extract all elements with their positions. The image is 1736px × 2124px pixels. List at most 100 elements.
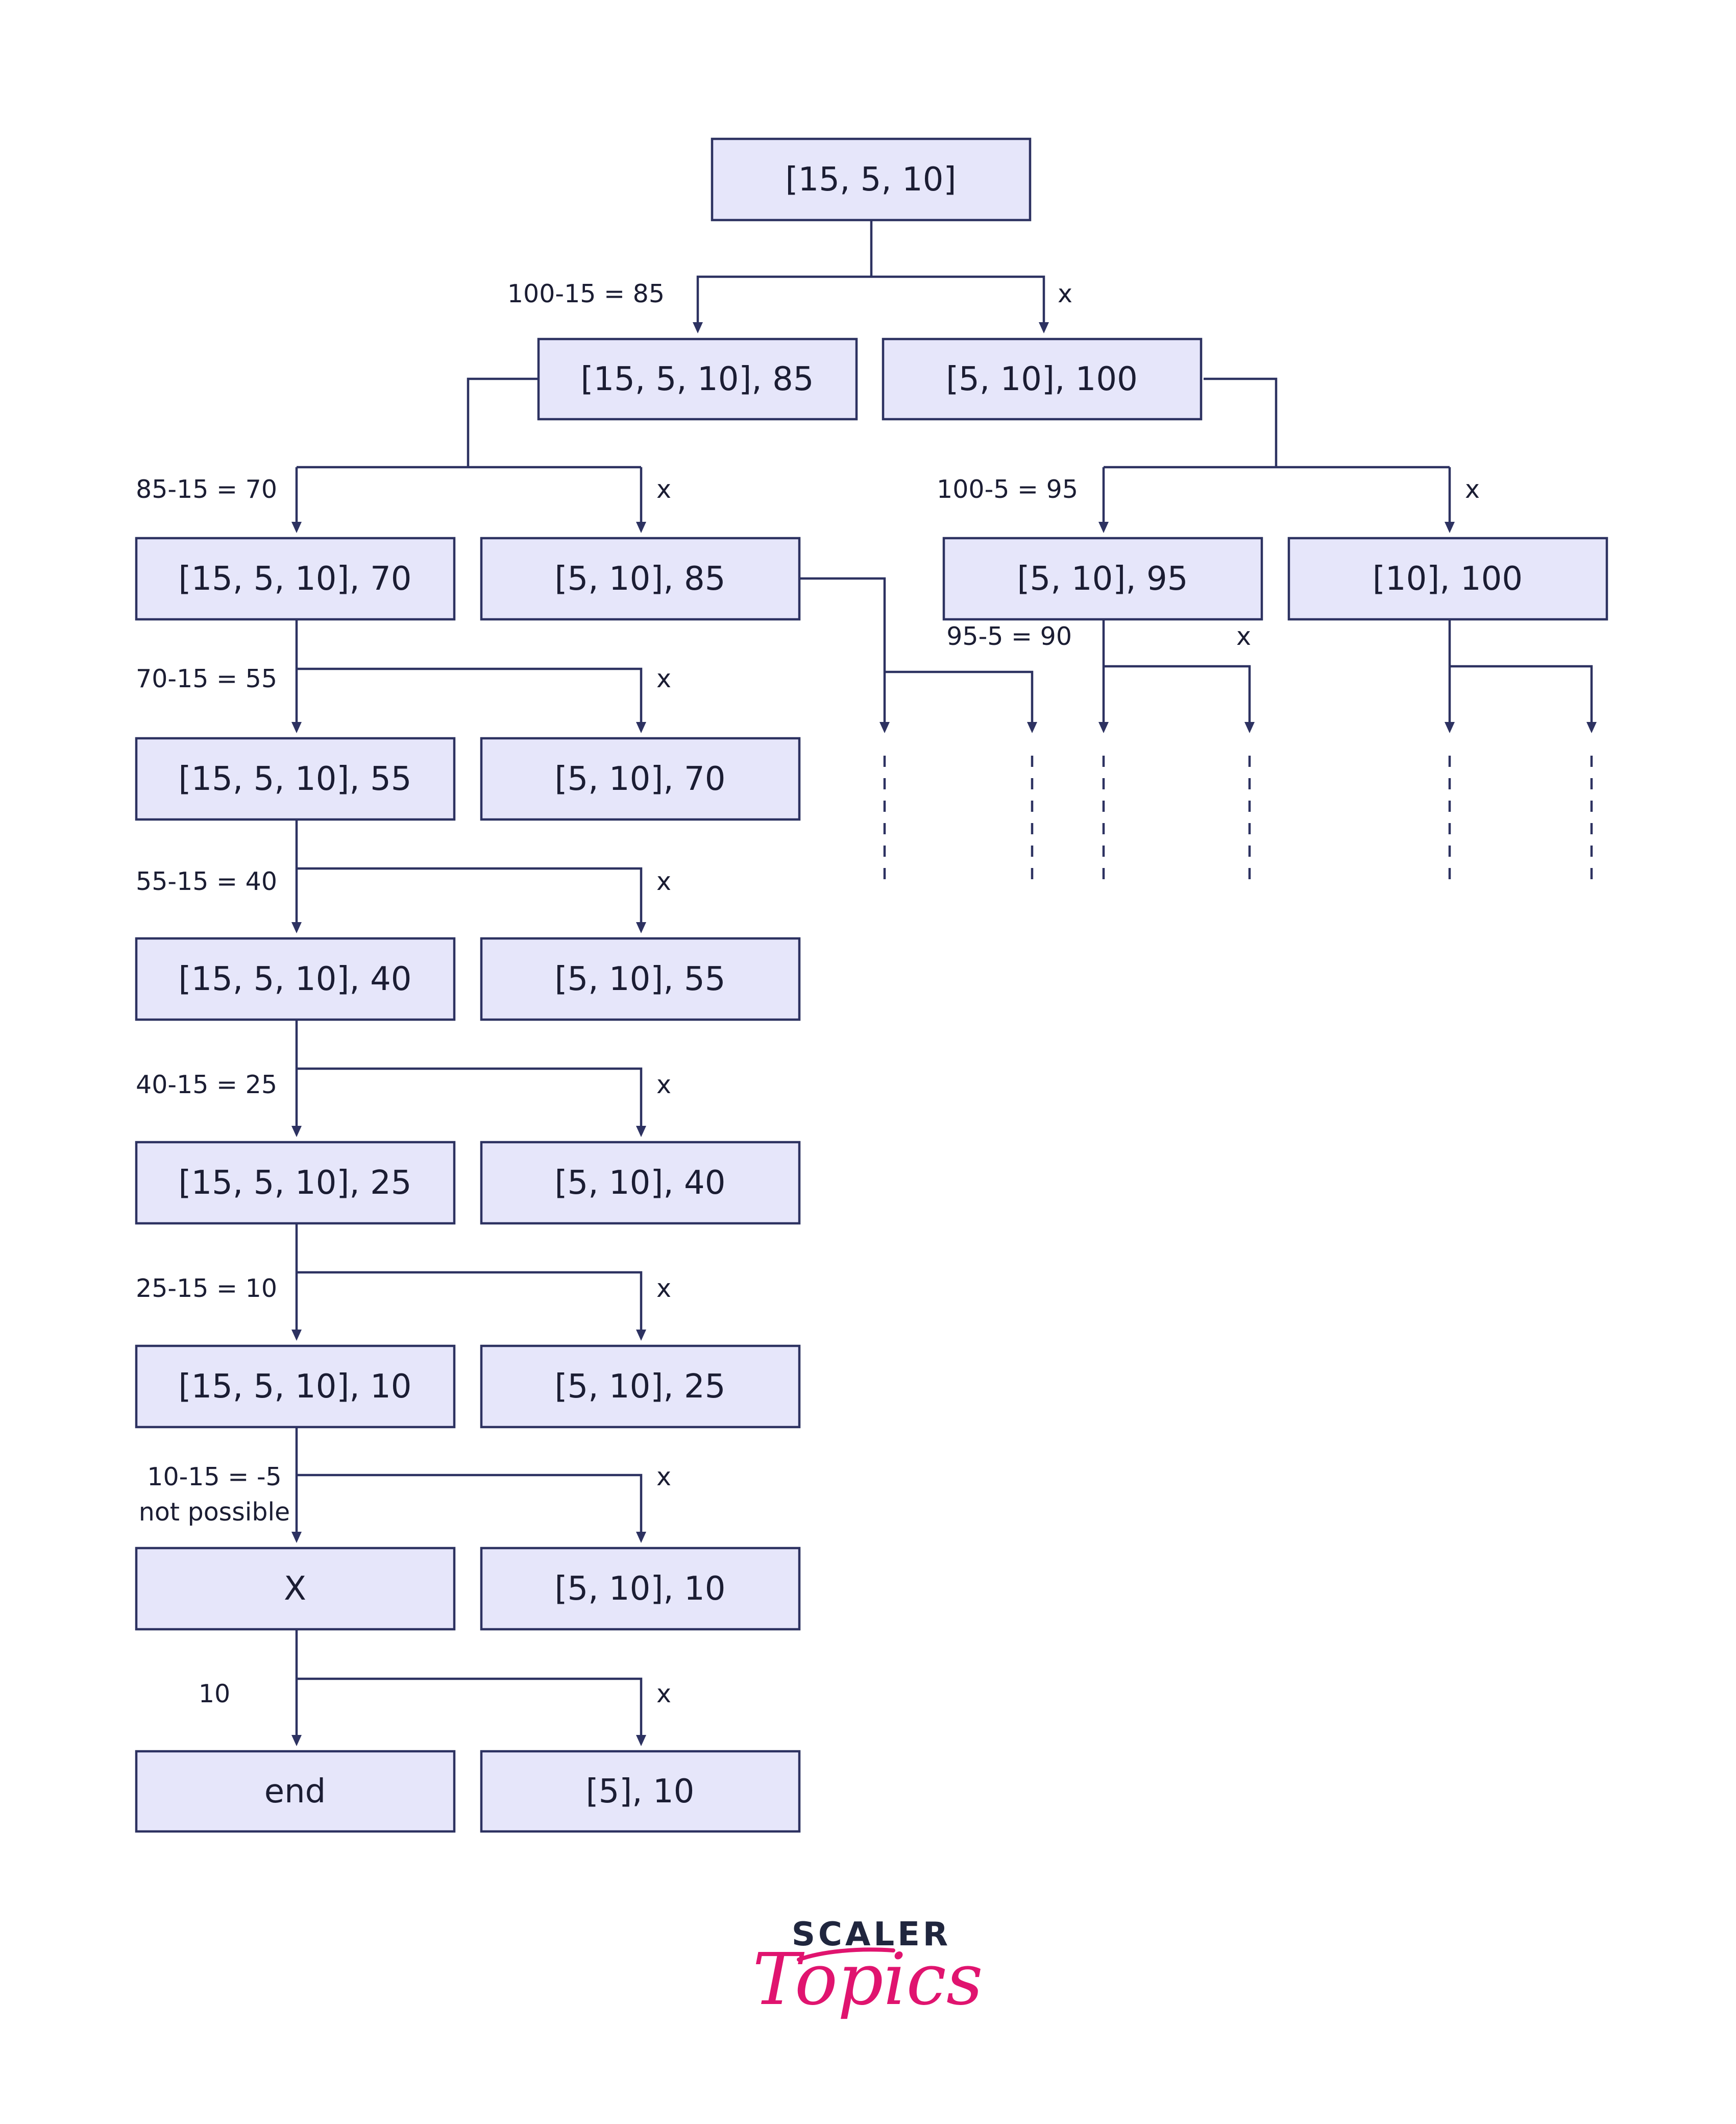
node-l5-left: [15, 5, 10], 25 — [135, 1141, 456, 1225]
edge-label-skip: x — [656, 1070, 671, 1099]
connector — [295, 1223, 643, 1336]
connector — [295, 1427, 643, 1538]
edge-label-take: 100-5 = 95 — [937, 475, 1078, 504]
arrowhead — [693, 322, 703, 333]
edge-label-take: 70-15 = 55 — [136, 664, 277, 693]
node-label: [10], 100 — [1373, 560, 1523, 598]
node-label: X — [284, 1570, 306, 1608]
arrowhead — [1098, 722, 1109, 733]
node-l5-right: [5, 10], 40 — [480, 1141, 801, 1225]
node-l8-left: end — [135, 1750, 456, 1833]
node-l2-lr: [5, 10], 85 — [480, 537, 801, 621]
edge-label-skip: x — [656, 1274, 671, 1303]
arrowhead — [1586, 722, 1597, 733]
arrowhead — [291, 1330, 302, 1341]
arrowhead — [1445, 522, 1455, 533]
connectors — [295, 220, 1593, 1741]
connector — [295, 377, 643, 528]
node-l1-right: [5, 10], 100 — [882, 337, 1203, 421]
edge-label-take: 10 — [199, 1679, 230, 1708]
edge-label-skip: x — [1236, 622, 1251, 651]
edge-label-take: 95-5 = 90 — [946, 622, 1072, 651]
arrowhead — [636, 1126, 646, 1137]
node-label: [5, 10], 25 — [555, 1368, 726, 1406]
node-l4-right: [5, 10], 55 — [480, 937, 801, 1021]
node-l8-right: [5], 10 — [480, 1750, 801, 1833]
arrowhead — [291, 1532, 302, 1543]
edge-label-skip: x — [656, 1679, 671, 1708]
arrowhead — [291, 922, 302, 933]
edge-label-skip: x — [656, 867, 671, 896]
connector — [295, 1020, 643, 1132]
edge-label-skip: x — [656, 1462, 671, 1491]
node-label: [5, 10], 95 — [1017, 560, 1188, 598]
node-l7-left: X — [135, 1547, 456, 1631]
node-l4-left: [15, 5, 10], 40 — [135, 937, 456, 1021]
edge-label-take: 100-15 = 85 — [507, 279, 665, 308]
edge-label-skip: x — [656, 475, 671, 504]
connector — [696, 220, 1045, 328]
node-label: [15, 5, 10], 25 — [178, 1164, 411, 1202]
arrowhead — [636, 722, 646, 733]
connector — [295, 619, 643, 728]
edge-labels: 100-15 = 85 x 85-15 = 70 x 100-5 = 95 x … — [136, 279, 1480, 1708]
arrowhead — [636, 522, 646, 533]
node-label: [15, 5, 10], 85 — [580, 360, 814, 398]
edge-label-not-possible: not possible — [139, 1498, 290, 1527]
node-label: [5, 10], 70 — [555, 760, 726, 798]
node-label: [15, 5, 10], 70 — [178, 560, 411, 598]
arrowhead — [1098, 522, 1109, 533]
node-l3-left: [15, 5, 10], 55 — [135, 737, 456, 821]
arrowheads — [291, 322, 1597, 1746]
continuation-dash — [883, 756, 1593, 881]
arrowhead — [636, 1532, 646, 1543]
connector — [1448, 619, 1593, 728]
node-l1-left: [15, 5, 10], 85 — [537, 337, 858, 421]
arrowhead — [291, 722, 302, 733]
scaler-topics-logo: SCALER Topics — [752, 1916, 983, 2021]
node-label: [5, 10], 100 — [946, 360, 1138, 398]
edge-label-take: 55-15 = 40 — [136, 867, 277, 896]
node-label: end — [264, 1773, 326, 1811]
node-label: [15, 5, 10], 10 — [178, 1368, 411, 1406]
connector — [295, 1629, 643, 1741]
node-label: [5, 10], 55 — [555, 960, 726, 998]
node-l2-rl: [5, 10], 95 — [942, 537, 1263, 621]
connector — [800, 577, 1034, 728]
node-l2-rr: [10], 100 — [1287, 537, 1608, 621]
edge-label-take: 40-15 = 25 — [136, 1070, 277, 1099]
arrowhead — [291, 1735, 302, 1746]
arrowhead — [636, 1330, 646, 1341]
node-l7-right: [5, 10], 10 — [480, 1547, 801, 1631]
edge-label-skip: x — [1465, 475, 1480, 504]
connector — [1102, 619, 1251, 728]
node-label: [5, 10], 85 — [555, 560, 726, 598]
edge-label-take: 85-15 = 70 — [136, 475, 277, 504]
node-label: [5, 10], 40 — [555, 1164, 726, 1202]
arrowhead — [1244, 722, 1255, 733]
arrowhead — [1027, 722, 1037, 733]
node-label: [15, 5, 10], 40 — [178, 960, 411, 998]
arrowhead — [1039, 322, 1049, 333]
arrowhead — [879, 722, 890, 733]
connector — [1102, 377, 1451, 528]
edge-label-take: 10-15 = -5 — [147, 1462, 281, 1491]
arrowhead — [291, 522, 302, 533]
logo-wordmark-top: SCALER — [792, 1916, 951, 1953]
arrowhead — [1445, 722, 1455, 733]
logo-swoosh — [797, 1947, 895, 1962]
logo-wordmark-bottom: Topics — [752, 1938, 983, 2021]
node-l6-right: [5, 10], 25 — [480, 1344, 801, 1429]
connector — [295, 819, 643, 928]
node-l3-right: [5, 10], 70 — [480, 737, 801, 821]
node-label: [15, 5, 10], 55 — [178, 760, 411, 798]
edge-label-skip: x — [1058, 279, 1072, 308]
node-label: [5], 10 — [586, 1773, 695, 1811]
arrowhead — [291, 1126, 302, 1137]
arrowhead — [636, 922, 646, 933]
edge-label-take: 25-15 = 10 — [136, 1274, 277, 1303]
node-root: [15, 5, 10] — [711, 137, 1032, 222]
node-label: [5, 10], 10 — [555, 1570, 726, 1608]
arrowhead — [636, 1735, 646, 1746]
